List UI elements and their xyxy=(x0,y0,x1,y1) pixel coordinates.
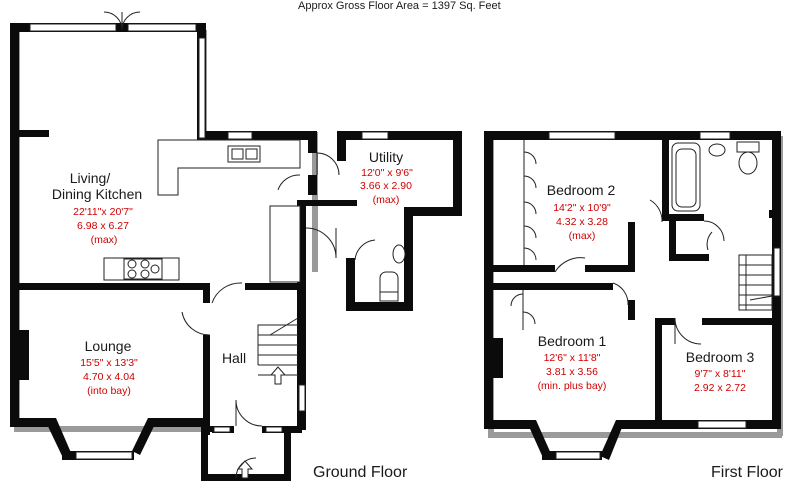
bedroom3-metric: 2.92 x 2.72 xyxy=(694,382,746,394)
first-windows xyxy=(548,131,781,460)
up-arrow-icon xyxy=(269,366,287,385)
bedroom1-wardrobes xyxy=(510,290,536,330)
living-note: (max) xyxy=(91,234,118,246)
first-walls xyxy=(484,131,781,460)
living-imperial: 22'11"x 20'7" xyxy=(73,206,133,218)
living-label: Living/ Dining Kitchen 22'11"x 20'7" 6.9… xyxy=(52,170,142,246)
hall-name: Hall xyxy=(222,350,246,366)
lounge-note: (into bay) xyxy=(87,385,131,397)
bedroom2-label: Bedroom 2 14'2" x 10'9" 4.32 x 3.28 (max… xyxy=(547,182,616,242)
living-metric: 6.98 x 6.27 xyxy=(77,220,129,232)
bedroom2-imperial: 14'2" x 10'9" xyxy=(553,202,611,214)
ground-floor-title: Ground Floor xyxy=(313,464,408,481)
first-door-swings xyxy=(554,199,725,345)
bedroom1-label: Bedroom 1 12'6" x 11'8" 3.81 x 3.56 (min… xyxy=(538,333,607,392)
bedroom1-name: Bedroom 1 xyxy=(538,333,607,349)
bedroom3-name: Bedroom 3 xyxy=(686,349,755,365)
lounge-metric: 4.70 x 4.04 xyxy=(83,371,135,383)
first-floor-plan xyxy=(484,131,783,460)
lounge-name: Lounge xyxy=(85,338,132,354)
ground-floor-plan xyxy=(10,11,462,481)
gross-area-text: Approx Gross Floor Area = 1397 Sq. Feet xyxy=(298,0,501,12)
kitchen-fixtures xyxy=(103,139,301,283)
ground-windows xyxy=(29,23,389,460)
utility-name: Utility xyxy=(369,149,403,165)
ground-door-swings xyxy=(103,11,376,479)
bedroom1-imperial: 12'6" x 11'8" xyxy=(544,352,601,364)
bedroom1-note: (min. plus bay) xyxy=(538,380,607,392)
utility-imperial: 12'0" x 9'6" xyxy=(361,167,413,179)
bedroom3-label: Bedroom 3 9'7" x 8'11" 2.92 x 2.72 xyxy=(686,349,755,394)
utility-label: Utility 12'0" x 9'6" 3.66 x 2.90 (max) xyxy=(360,149,413,206)
bedroom2-name: Bedroom 2 xyxy=(547,182,616,198)
bedroom2-metric: 4.32 x 3.28 xyxy=(556,216,608,228)
first-floor-title: First Floor xyxy=(711,464,784,481)
utility-wc xyxy=(379,244,406,302)
bedroom2-note: (max) xyxy=(569,230,596,242)
living-name-line2: Dining Kitchen xyxy=(52,186,142,202)
bedroom1-metric: 3.81 x 3.56 xyxy=(546,366,598,378)
utility-note: (max) xyxy=(373,194,400,206)
bedroom3-imperial: 9'7" x 8'11" xyxy=(695,368,746,380)
lounge-imperial: 15'5" x 13'3" xyxy=(80,357,138,369)
bedroom2-wardrobes xyxy=(523,140,537,265)
utility-metric: 3.66 x 2.90 xyxy=(360,180,412,192)
lounge-label: Lounge 15'5" x 13'3" 4.70 x 4.04 (into b… xyxy=(80,338,138,397)
bathroom-fixtures xyxy=(671,141,760,212)
entrance-arrow-icon xyxy=(236,460,254,479)
first-stairs xyxy=(738,254,773,311)
living-name-line1: Living/ xyxy=(70,170,111,186)
